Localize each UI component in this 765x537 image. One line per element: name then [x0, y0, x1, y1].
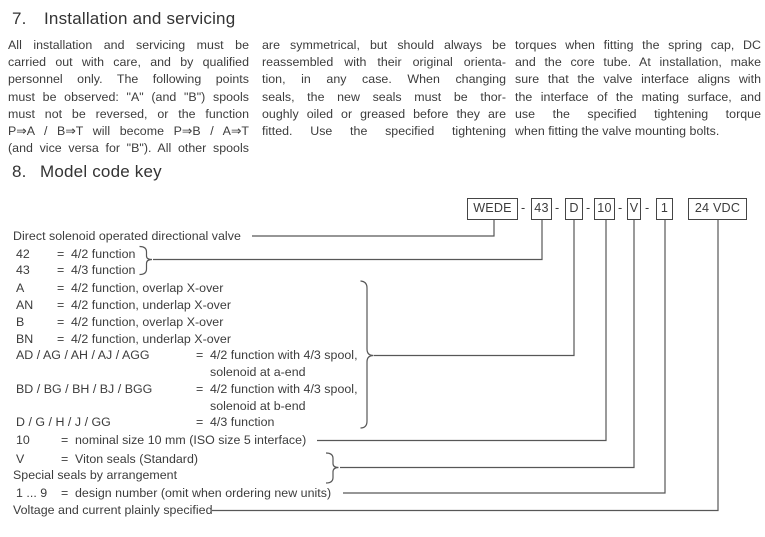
row-equals: = [57, 247, 65, 261]
row-code: 1 ... 9 [16, 486, 48, 500]
row-equals: = [57, 263, 65, 277]
model-row-AD-group: AD / AG / AH / AJ / AGG = 4/2 function w… [0, 348, 480, 379]
text-line: sure that the valve interface aligns wit… [515, 72, 761, 87]
text-line: the interface of the mating surface, and [515, 89, 761, 104]
code-box-spool: D [565, 198, 583, 220]
row-equals: = [196, 348, 204, 362]
code-box-voltage: 24 VDC [688, 198, 747, 220]
text-line: must not be reversed, or the function [8, 106, 249, 121]
row-equals: = [196, 382, 204, 396]
code-separator: - [586, 201, 591, 215]
row-label: Voltage and current plainly specified [13, 503, 213, 517]
text-line: are symmetrical, but should always be [262, 38, 506, 52]
row-code: AN [16, 298, 34, 312]
model-row-special-seals: Special seals by arrangement [0, 468, 480, 483]
row-desc-line2: solenoid at a-end [210, 365, 306, 379]
model-row-B: B = 4/2 function, overlap X-over [0, 315, 480, 330]
text-line: torques when fitting the spring cap, DC [515, 38, 761, 52]
row-equals: = [57, 298, 65, 312]
row-code: 43 [16, 263, 30, 277]
code-separator: - [521, 201, 526, 215]
section-7-title: Installation and servicing [44, 9, 236, 28]
text-line: must be observed: "A" (and "B") spools [8, 89, 249, 104]
row-desc: 4/2 function, underlap X-over [71, 298, 231, 312]
row-desc: 4/2 function, overlap X-over [71, 281, 224, 295]
text-line: reassembled with their original orienta- [262, 55, 506, 70]
text-line: fitted. Use the specified tightening [262, 124, 506, 139]
code-box-seals: V [627, 198, 641, 220]
row-desc: 4/2 function with 4/3 spool, [210, 348, 358, 362]
text-column-2: are symmetrical, but should always be rea… [262, 37, 506, 140]
code-box-size: 10 [594, 198, 615, 220]
row-equals: = [57, 315, 65, 329]
text-column-3: torques when fitting the spring cap, DC a… [515, 37, 761, 140]
text-line: All installation and servicing must be [8, 38, 249, 52]
model-row-BD-group: BD / BG / BH / BJ / BGG = 4/2 function w… [0, 382, 480, 413]
row-desc: 4/2 function, underlap X-over [71, 332, 231, 346]
text-column-1: All installation and servicing must be ca… [8, 37, 249, 157]
text-line: seals, the new seals must be thor- [262, 89, 506, 104]
row-code: V [16, 452, 25, 466]
code-separator: - [618, 201, 623, 215]
row-desc-line2: solenoid at b-end [210, 399, 306, 413]
model-row-voltage: Voltage and current plainly specified [0, 503, 480, 518]
row-desc: 4/2 function, overlap X-over [71, 315, 224, 329]
model-row-design-number: 1 ... 9 = design number (omit when order… [0, 486, 480, 501]
row-desc: 4/3 function [71, 263, 136, 277]
row-label: Special seals by arrangement [13, 468, 178, 482]
model-row-A: A = 4/2 function, overlap X-over [0, 281, 480, 296]
model-row-42: 42 = 4/2 function [0, 247, 480, 262]
text-line: and the core tube. At installation, make [515, 55, 761, 70]
text-line: when fitting the valve mounting bolts. [515, 124, 720, 139]
row-code: BD / BG / BH / BJ / BGG [16, 382, 153, 396]
row-code: AD / AG / AH / AJ / AGG [16, 348, 150, 362]
row-desc: Viton seals (Standard) [75, 452, 199, 466]
row-equals: = [57, 332, 65, 346]
model-row-43: 43 = 4/3 function [0, 263, 480, 278]
section-8-heading: 8. Model code key [0, 162, 420, 182]
model-row-D-group: D / G / H / J / GG = 4/3 function [0, 415, 480, 430]
row-desc: 4/2 function [71, 247, 136, 261]
model-row-valve-type: Direct solenoid operated directional val… [0, 229, 480, 244]
text-line: tion, in any case. When changing [262, 72, 506, 87]
row-equals: = [196, 415, 204, 429]
code-box-series: WEDE [467, 198, 518, 220]
row-code: B [16, 315, 25, 329]
row-equals: = [61, 452, 69, 466]
text-line: use the specified tightening torque [515, 106, 761, 121]
text-line: (and vice versa for "B"). All other spoo… [8, 141, 249, 156]
section-8-number: 8. [12, 162, 27, 181]
text-line: carried out with care, and by qualified [8, 55, 249, 70]
code-separator: - [645, 201, 650, 215]
model-row-AN: AN = 4/2 function, underlap X-over [0, 298, 480, 313]
code-separator: - [555, 201, 560, 215]
row-desc: nominal size 10 mm (ISO size 5 interface… [75, 433, 307, 447]
row-code: 10 [16, 433, 30, 447]
row-desc: design number (omit when ordering new un… [75, 486, 332, 500]
row-desc: 4/3 function [210, 415, 275, 429]
row-equals: = [57, 281, 65, 295]
model-row-seals: V = Viton seals (Standard) [0, 452, 480, 467]
row-code: A [16, 281, 25, 295]
code-box-function: 43 [531, 198, 552, 220]
row-label: Direct solenoid operated directional val… [13, 229, 241, 243]
text-line: personnel only. The following points [8, 72, 249, 87]
row-code: D / G / H / J / GG [16, 415, 111, 429]
row-equals: = [61, 433, 69, 447]
row-code: BN [16, 332, 34, 346]
row-code: 42 [16, 247, 30, 261]
section-7-number: 7. [12, 9, 27, 28]
row-desc: 4/2 function with 4/3 spool, [210, 382, 358, 396]
section-7-heading: 7. Installation and servicing [0, 9, 420, 29]
model-row-BN: BN = 4/2 function, underlap X-over [0, 332, 480, 347]
section-8-title: Model code key [40, 162, 162, 181]
text-line: P⇒A / B⇒T will become P⇒B / A⇒T [8, 124, 249, 139]
row-equals: = [61, 486, 69, 500]
model-row-size: 10 = nominal size 10 mm (ISO size 5 inte… [0, 433, 480, 448]
text-line: oughly oiled or greased before they are [262, 106, 506, 121]
code-box-design: 1 [656, 198, 673, 220]
